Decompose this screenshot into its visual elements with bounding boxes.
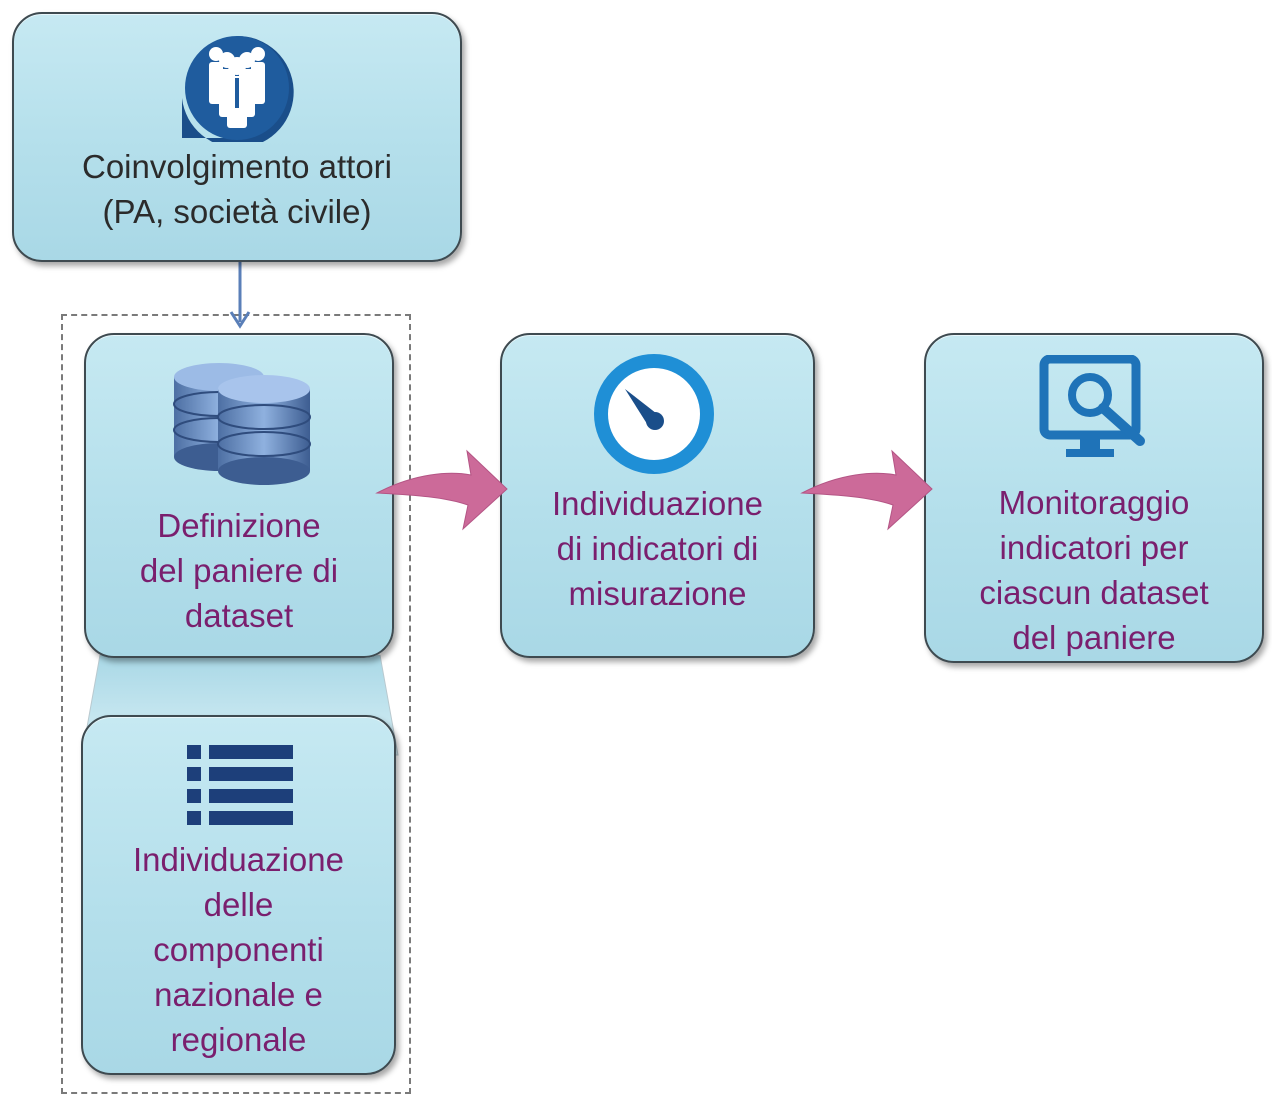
monitoring-label-line1: Monitoraggio [998, 484, 1190, 521]
monitor-search-icon [1039, 355, 1145, 457]
monitoring-label-line4: del paniere [1012, 619, 1176, 656]
components-label-line3: componenti [153, 931, 324, 968]
basket-label-line2: del paniere di [139, 552, 339, 589]
node-monitoring: Monitoraggio indicatori per ciascun data… [924, 333, 1264, 663]
actors-label-line1: Coinvolgimento attori [82, 148, 392, 185]
components-label-line4: nazionale e [154, 976, 323, 1013]
components-label-line2: delle [203, 886, 274, 923]
indicators-label-line2: di indicatori di [556, 530, 759, 567]
list-icon [187, 745, 293, 825]
node-actors: Coinvolgimento attori (PA, società civil… [12, 12, 462, 262]
actors-label-line2: (PA, società civile) [102, 193, 372, 230]
components-label-line5: regionale [170, 1021, 307, 1058]
indicators-label-line1: Individuazione [552, 485, 763, 522]
basket-label-line3: dataset [184, 597, 294, 634]
monitoring-label-line2: indicatori per [999, 529, 1189, 566]
database-icon [173, 363, 311, 485]
people-group-icon [182, 35, 294, 142]
indicators-label-line3: misurazione [568, 575, 747, 612]
node-basket: Definizione del paniere di dataset [84, 333, 394, 658]
components-label-line1: Individuazione [133, 841, 344, 878]
basket-label-line1: Definizione [157, 507, 321, 544]
monitoring-label-line3: ciascun dataset [979, 574, 1209, 611]
arrow-indicators-to-monitoring [800, 449, 933, 531]
arrow-down [229, 262, 251, 329]
arrow-basket-to-indicators [375, 449, 508, 531]
node-components: Individuazione delle componenti nazional… [81, 715, 396, 1075]
node-indicators: Individuazione di indicatori di misurazi… [500, 333, 815, 658]
gauge-icon [594, 354, 714, 474]
